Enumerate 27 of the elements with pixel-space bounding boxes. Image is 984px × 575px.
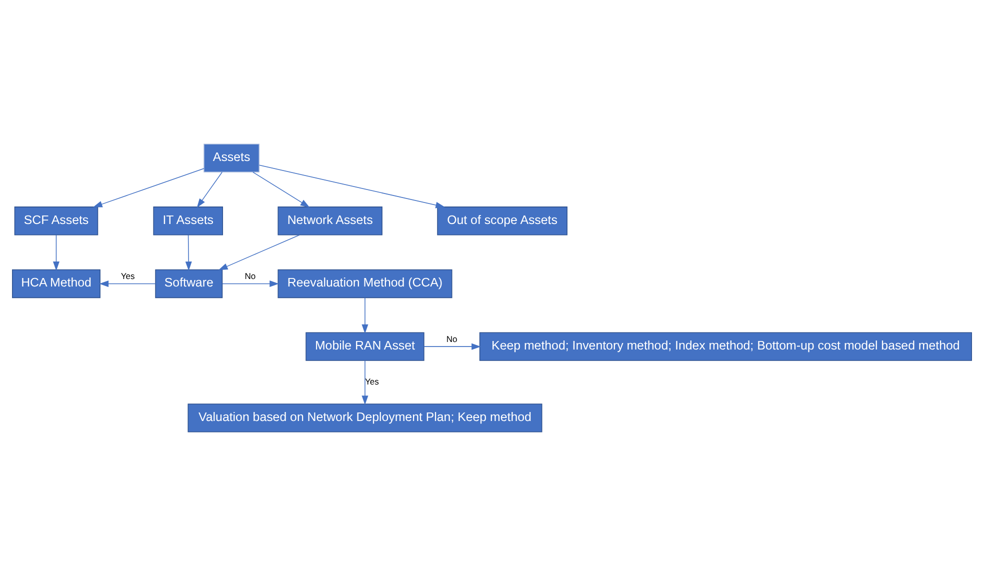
node-box: Reevaluation Method (CCA)	[278, 268, 452, 298]
node-box: HCA Method	[12, 268, 100, 298]
arrow	[196, 171, 223, 208]
arrow	[52, 234, 60, 270]
arrow	[252, 171, 310, 207]
edge-label: Yes	[120, 270, 135, 280]
node-box: Mobile RAN Asset	[306, 332, 424, 360]
arrow	[222, 280, 279, 286]
node-box: SCF Assets	[14, 206, 98, 235]
edge-label: No	[446, 333, 458, 344]
arrow	[185, 234, 192, 270]
arrow	[92, 168, 204, 207]
arrow	[99, 280, 156, 286]
arrow	[424, 342, 481, 350]
arrow	[362, 360, 368, 404]
node-box: Network Assets	[278, 206, 382, 235]
node-box: Valuation based on Network Deployment Plan; Keep method	[188, 403, 542, 432]
arrow	[258, 164, 445, 208]
node-box: Software	[155, 268, 223, 298]
node-box: Out of scope Assets	[437, 206, 568, 235]
arrow	[218, 234, 300, 270]
node-box: Assets	[204, 143, 260, 172]
edge-label: Yes	[365, 376, 379, 386]
arrow	[362, 296, 368, 334]
node-box: Keep method; Inventory method; Index method; Bottom-up cost model based method	[479, 332, 972, 360]
node-box: IT Assets	[153, 206, 224, 235]
edge-label: No	[244, 270, 256, 280]
